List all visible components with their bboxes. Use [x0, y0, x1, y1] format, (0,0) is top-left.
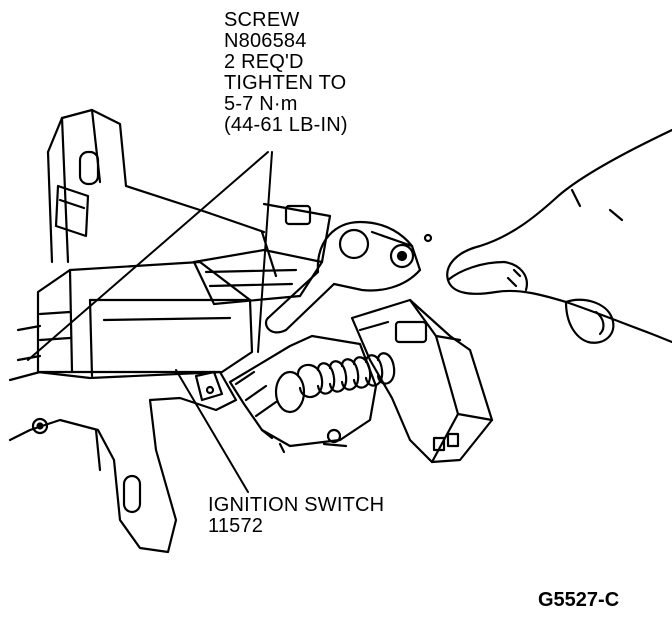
ignition-switch-housing [16, 260, 254, 380]
torque-instruction: TIGHTEN TO [224, 72, 347, 94]
switch-connector [322, 298, 494, 464]
ratchet-wrench [264, 220, 433, 334]
ignition-switch-label: IGNITION SWITCH [208, 494, 385, 516]
screw-part-number: N806584 [224, 30, 307, 52]
figure-code: G5527-C [538, 589, 620, 611]
torque-imperial: (44-61 LB-IN) [224, 114, 348, 136]
torque-metric: 5-7 N·m [224, 93, 298, 115]
switch-leader-line [175, 369, 249, 493]
switch-body [228, 334, 396, 454]
screw-leader-line-2 [257, 151, 273, 353]
screw-callout: SCREW N806584 2 REQ'D TIGHTEN TO 5-7 N·m… [224, 10, 348, 136]
screw-label: SCREW [224, 9, 300, 31]
leader-lines [27, 151, 273, 493]
upper-bracket [46, 108, 266, 264]
screw-quantity: 2 REQ'D [224, 51, 304, 73]
screw-leader-line-1 [27, 151, 269, 361]
hand [446, 128, 672, 344]
ignition-switch-callout: IGNITION SWITCH 11572 [208, 495, 384, 537]
lower-bracket [8, 370, 238, 554]
ignition-switch-part-number: 11572 [208, 515, 264, 537]
